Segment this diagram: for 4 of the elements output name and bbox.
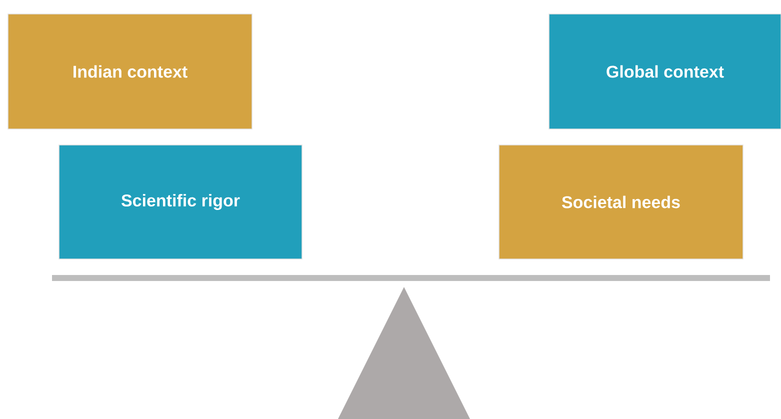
context-box: Societal needs — [498, 144, 744, 260]
context-box: Global context — [548, 14, 781, 130]
context-box: Scientific rigor — [58, 144, 302, 260]
context-box: Indian context — [8, 14, 252, 130]
